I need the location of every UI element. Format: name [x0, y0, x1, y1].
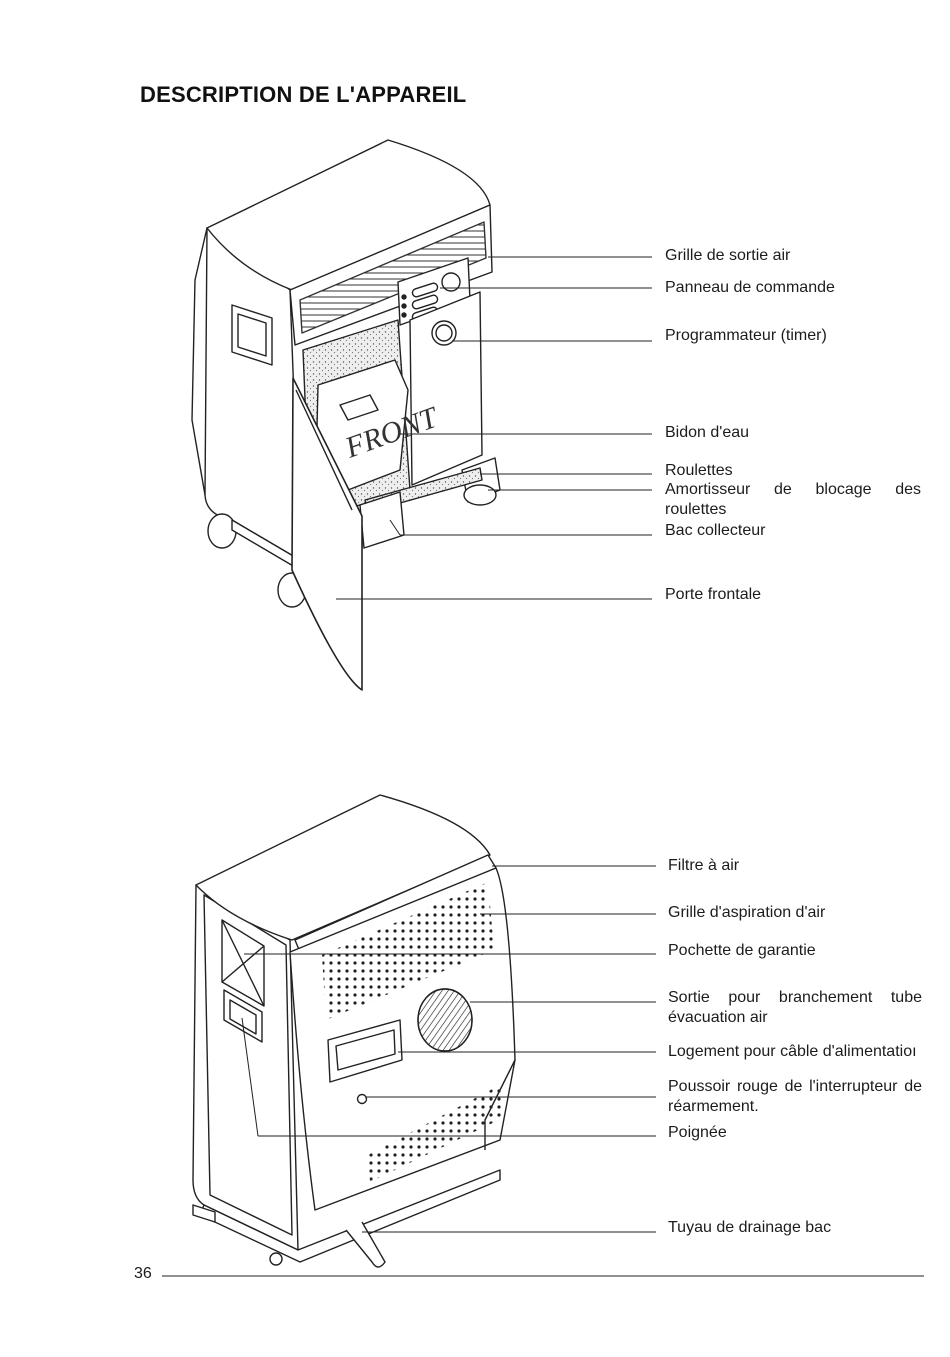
label-handle: Poignée — [668, 1124, 727, 1141]
front-view-drawing: FRONT — [191, 139, 501, 691]
label-exhaust-outlet: Sortie pour branchement tube évacuation … — [668, 989, 922, 1026]
label-air-intake-grille: Grille d'aspiration d'air — [668, 904, 826, 921]
label-timer: Programmateur (timer) — [665, 327, 827, 344]
label-caster-lock: Amortisseur de blocage des roulettes — [665, 481, 921, 518]
label-collecting-tray: Bac collecteur — [665, 522, 766, 539]
label-cable-compartment: Logement pour câble d'alimentatioı — [668, 1043, 917, 1060]
label-warranty-pouch: Pochette de garantie — [668, 942, 816, 959]
label-front-door: Porte frontale — [665, 586, 762, 603]
label-air-filter: Filtre à air — [668, 857, 740, 874]
label-air-outlet-grille: Grille de sortie air — [665, 247, 791, 264]
page-title: DESCRIPTION DE L'APPAREIL — [140, 82, 467, 107]
front-leader-lines — [336, 256, 652, 600]
label-water-tank: Bidon d'eau — [665, 424, 750, 441]
back-view-drawing — [192, 794, 516, 1268]
page-number: 36 — [134, 1265, 152, 1282]
back-leader-lines — [241, 865, 656, 1233]
label-drain-hose: Tuyau de drainage bac — [668, 1219, 832, 1236]
label-casters: Roulettes — [665, 462, 733, 479]
label-control-panel: Panneau de commande — [665, 279, 835, 296]
label-reset-button: Poussoir rouge de l'interrupteur de réar… — [668, 1078, 922, 1115]
